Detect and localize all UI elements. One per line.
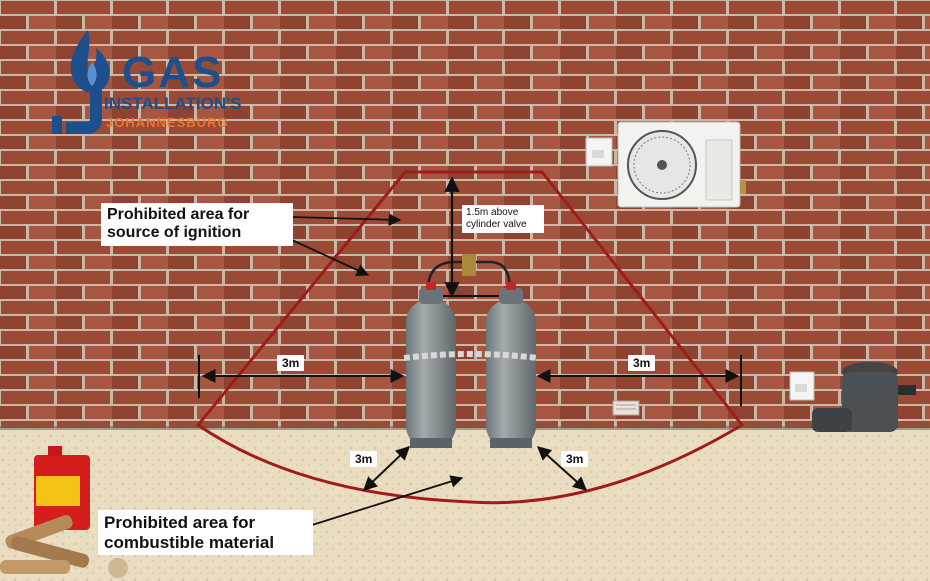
pool-pump-icon [812,362,916,432]
logo-subtitle: INSTALLATION'S [104,94,242,113]
firewood-icon [0,515,128,578]
air-vent-icon [612,400,640,416]
sand-ground [0,428,930,581]
combustible-callout: Prohibited area for combustible material [98,510,313,556]
logo-word: GAS [122,48,224,97]
dimension-label-right: 3m [628,355,656,371]
air-conditioner-icon [617,121,746,208]
dimension-label-left: 3m [277,355,305,371]
regulator [462,254,476,276]
combustible-callout-line2: combustible material [104,532,275,552]
gas-cylinder-icon [406,282,456,448]
ignition-callout-line1: Prohibited area for [107,206,250,223]
flame-icon [70,30,110,93]
ignition-pointer-1 [291,213,402,226]
fuel-can-icon [34,446,90,530]
ignition-pointer-2 [291,239,370,276]
height-note-line1: 1.5m above [466,207,519,218]
height-note: 1.5m above cylinder valve [462,205,544,233]
safety-chain [403,351,539,361]
ignition-callout: Prohibited area for source of ignition [101,203,293,246]
logo-city: JOHANNESBURG [106,115,229,130]
combustible-pointer [311,475,464,526]
pipe-icon [52,90,102,134]
power-socket-icon [789,371,815,401]
dimension-label-front-right: 3m [561,451,589,467]
dimension-arrow-front-right [536,446,588,491]
ignition-callout-line2: source of ignition [107,224,242,242]
gas-cylinder-icon [486,282,536,448]
power-socket-icon [585,137,613,167]
combustible-callout-line1: Prohibited area for [104,513,256,532]
height-note-line2: cylinder valve [466,219,527,230]
dimension-label-front-left: 3m [350,451,378,467]
dimension-arrow-front-left [362,446,411,491]
prohibited-zone-outline [195,170,745,505]
wall-base-line [0,426,930,430]
